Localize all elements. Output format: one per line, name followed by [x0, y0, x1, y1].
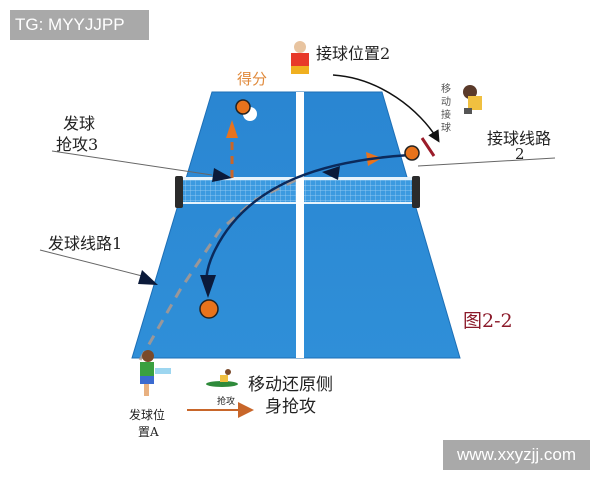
score-label: 得分: [237, 70, 268, 88]
receive-route-num: 2: [515, 145, 525, 163]
receive-route-label: 接球线路: [487, 129, 552, 148]
serve-position-label-2: 置A: [138, 425, 159, 439]
serve-position-label-1: 发球位: [129, 408, 166, 422]
receive-position-label: 接球位置2: [316, 44, 391, 63]
serve-attack-pointer: [51, 150, 213, 176]
serve-route-dashed: [138, 176, 301, 361]
attack-player-icon: [206, 369, 238, 387]
up-arrow-icon: [226, 120, 238, 138]
move-back-label-2: 身抢攻: [265, 397, 316, 417]
attack-small-label: 抢攻: [217, 397, 236, 407]
table: [131, 91, 461, 359]
return-arrowhead-icon: [200, 275, 216, 298]
serve-route-label: 发球线路1: [48, 234, 123, 253]
net-post-right: [412, 176, 420, 208]
serve-attack-label-1: 发球: [63, 114, 96, 133]
net-post-left: [175, 176, 183, 208]
receive-route-pointer: [417, 157, 556, 167]
watermark-top-left: TG: MYYJJPP: [10, 10, 149, 40]
move-receive-arrow: [332, 74, 440, 143]
move-receive-label: 移动接球: [441, 84, 451, 134]
pointer-arrowhead-icon: [212, 168, 232, 182]
moving-player-icon: [463, 85, 482, 114]
move-back-label-1: 移动还原侧: [248, 375, 333, 395]
serve-route-pointer: [39, 249, 151, 279]
paddle-icon: [420, 137, 436, 157]
serve-arrowhead-icon: [138, 270, 158, 285]
ball-receive: [404, 145, 420, 161]
watermark-bottom-right: www.xxyzjj.com: [443, 440, 590, 470]
server-player-icon: [140, 350, 171, 396]
receiver-player-icon: [291, 41, 309, 74]
ball-score: [235, 99, 251, 115]
net-arrowhead-icon: [322, 166, 340, 180]
ball-landing: [199, 299, 219, 319]
serve-attack-label-2: 抢攻3: [56, 135, 99, 154]
figure-caption: 图2-2: [463, 310, 513, 332]
